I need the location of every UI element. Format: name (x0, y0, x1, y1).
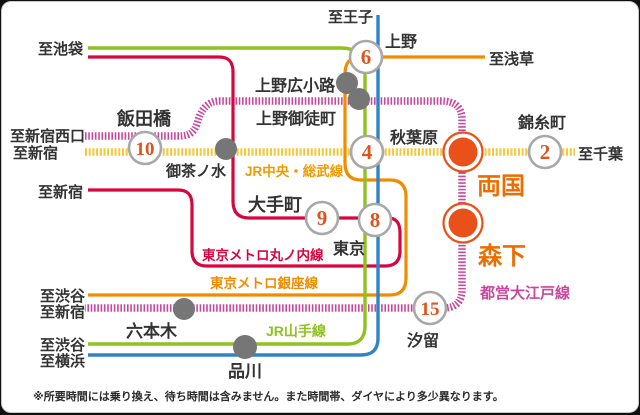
dot-shinagawa (233, 335, 257, 359)
time-akihabara-value: 4 (362, 140, 373, 164)
station-kinshicho: 錦糸町 (518, 113, 566, 132)
station-ueno-hirokoji: 上野広小路 (255, 76, 336, 95)
feature-ryogoku (448, 137, 478, 167)
terminus-shinjuku-marunouchi: 至新宿 (38, 183, 83, 201)
line-label-marunouchi: 東京メトロ丸ノ内線 (202, 247, 324, 263)
time-akihabara-circle (349, 134, 385, 170)
time-tokyo-circle (357, 202, 393, 238)
station-ueno: 上野 (385, 33, 417, 51)
dot-ueno-okachimachi (348, 88, 370, 110)
terminus-ikebukuro: 至池袋 (38, 40, 84, 58)
feature-label-ryogoku: 両国 (477, 173, 525, 200)
time-shiodome-circle (412, 290, 448, 326)
time-ueno-value: 6 (361, 45, 372, 69)
jr-keihin-tohoku-line (88, 15, 380, 357)
time-kinshicho-value: 2 (540, 140, 551, 164)
feature-morishita (448, 208, 478, 238)
terminus-shinjuku-sobu: 至新宿 (13, 144, 58, 162)
station-akihabara: 秋葉原 (390, 128, 438, 147)
terminus-shinjuku-nishiguchi: 至新宿西口 (10, 127, 85, 145)
dot-ueno-hirokoji (336, 72, 358, 94)
terminus-asakusa: 至浅草 (489, 50, 534, 68)
station-shinagawa: 品川 (228, 362, 262, 381)
station-otemachi: 大手町 (248, 194, 302, 215)
tokyo-metro-ginza-line (88, 55, 485, 297)
time-tokyo-value: 8 (370, 208, 381, 232)
footer-note: ※所要時間には乗り換え、待ち時間は含みません。また時間帯、ダイヤにより多少異なり… (33, 391, 504, 403)
line-label-ginza: 東京メトロ銀座線 (210, 275, 318, 291)
line-label-oedo: 都営大江戸線 (479, 284, 570, 302)
terminus-yokohama: 至横浜 (40, 352, 85, 370)
terminus-shibuya-yamanote: 至渋谷 (40, 336, 86, 354)
time-kinshicho-circle (527, 134, 563, 170)
time-otemachi-circle (304, 200, 340, 236)
time-shiodome-value: 15 (421, 299, 440, 320)
dot-roppongi (173, 298, 195, 320)
station-roppongi: 六本木 (126, 321, 178, 341)
station-tokyo: 東京 (333, 239, 365, 258)
time-iidabashi-circle (127, 130, 163, 166)
station-iidabashi: 飯田橋 (116, 108, 172, 129)
station-ueno-okachimachi: 上野御徒町 (256, 109, 336, 128)
terminus-chiba: 至千葉 (578, 145, 624, 163)
station-shiodome: 汐留 (407, 331, 439, 350)
terminus-shibuya-ginza: 至渋谷 (40, 287, 86, 305)
time-iidabashi-value: 10 (136, 139, 155, 160)
terminus-shinjuku-oedo: 至新宿 (40, 303, 85, 321)
station-ochanomizu: 御茶ノ水 (165, 162, 227, 180)
time-otemachi-value: 9 (317, 206, 328, 230)
tokyo-metro-marunouchi-line (88, 55, 402, 268)
toei-oedo-line (85, 97, 466, 312)
dot-ochanomizu (215, 138, 237, 160)
feature-label-morishita: 森下 (478, 243, 526, 270)
line-label-yamanote: JR山手線 (266, 323, 326, 339)
jr-yamanote-line (88, 46, 367, 346)
time-ueno-circle (348, 39, 384, 75)
line-label-chuo-sobu: JR中央・総武線 (245, 163, 344, 179)
terminus-oji: 至王子 (328, 9, 373, 26)
